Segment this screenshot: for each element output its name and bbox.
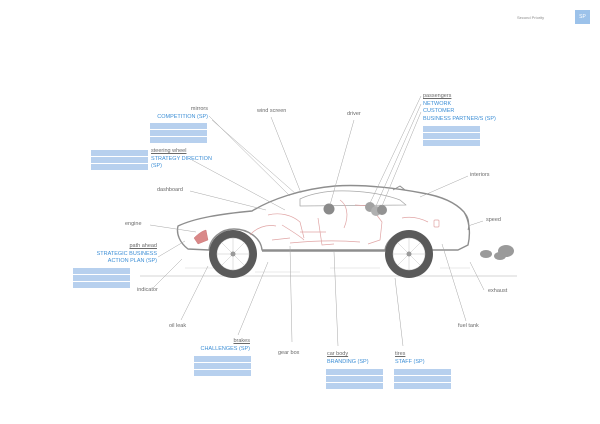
- path-title: path ahead: [129, 243, 157, 249]
- gearbox-label: gear box: [278, 350, 300, 356]
- mirrors-title: mirrors: [190, 106, 208, 112]
- passengers-title: passengers: [423, 93, 452, 99]
- leader-lines: [149, 95, 485, 347]
- steering-line-1: STRATEGY DIRECTION: [151, 155, 212, 162]
- steering-notes-box[interactable]: [91, 150, 148, 170]
- tires-notes-box[interactable]: [394, 369, 451, 389]
- mirrors-notes-box[interactable]: [150, 123, 207, 143]
- passengers-line-1: NETWORK: [423, 100, 452, 107]
- fuel-tank-label: fuel tank: [458, 323, 479, 329]
- front-wheel: [209, 230, 257, 278]
- engine-fill: [193, 229, 209, 245]
- passengers-line-2: CUSTOMER: [423, 108, 455, 114]
- passengers-notes-box[interactable]: [423, 126, 480, 146]
- path-line-2: ACTION PLAN (SP): [107, 258, 157, 264]
- occupants: [323, 202, 387, 216]
- oil-leak-label: oil leak: [169, 323, 187, 329]
- brakes-title: brakes: [233, 338, 250, 344]
- passengers-line-3: BUSINESS PARTNER/S (SP): [423, 115, 496, 122]
- carbody-title: car body: [327, 351, 349, 357]
- tires-title: tires: [395, 351, 406, 357]
- brakes-sub: CHALLENGES (SP): [200, 345, 250, 352]
- rear-wheel: [385, 230, 433, 278]
- interior-sketch: [249, 199, 440, 246]
- path-line-1: STRATEGIC BUSINESS: [96, 250, 157, 257]
- tires-sub: STAFF (SP): [395, 358, 425, 365]
- section-badge: SP: [575, 10, 590, 24]
- steering-line-2: (SP): [151, 163, 162, 169]
- car-body-outline: [176, 184, 471, 252]
- interiors-label: interiors: [470, 172, 490, 178]
- engine-label: engine: [125, 221, 142, 227]
- exhaust-label: exhaust: [488, 288, 508, 294]
- steering-title: steering wheel: [151, 148, 187, 154]
- mirrors-sub: COMPETITION (SP): [157, 113, 208, 120]
- carbody-sub: BRANDING (SP): [327, 358, 369, 365]
- dashboard-label: dashboard: [157, 187, 183, 193]
- windscreen-label: wind screen: [257, 108, 287, 114]
- speed-label: speed: [486, 217, 501, 223]
- exhaust-puffs: [480, 245, 514, 260]
- indicator-label: indicator: [137, 287, 158, 293]
- section-title: Second Priority: [517, 15, 545, 20]
- path-notes-box[interactable]: [73, 268, 130, 288]
- carbody-notes-box[interactable]: [326, 369, 383, 389]
- brakes-notes-box[interactable]: [194, 356, 251, 376]
- driver-label: driver: [347, 111, 361, 117]
